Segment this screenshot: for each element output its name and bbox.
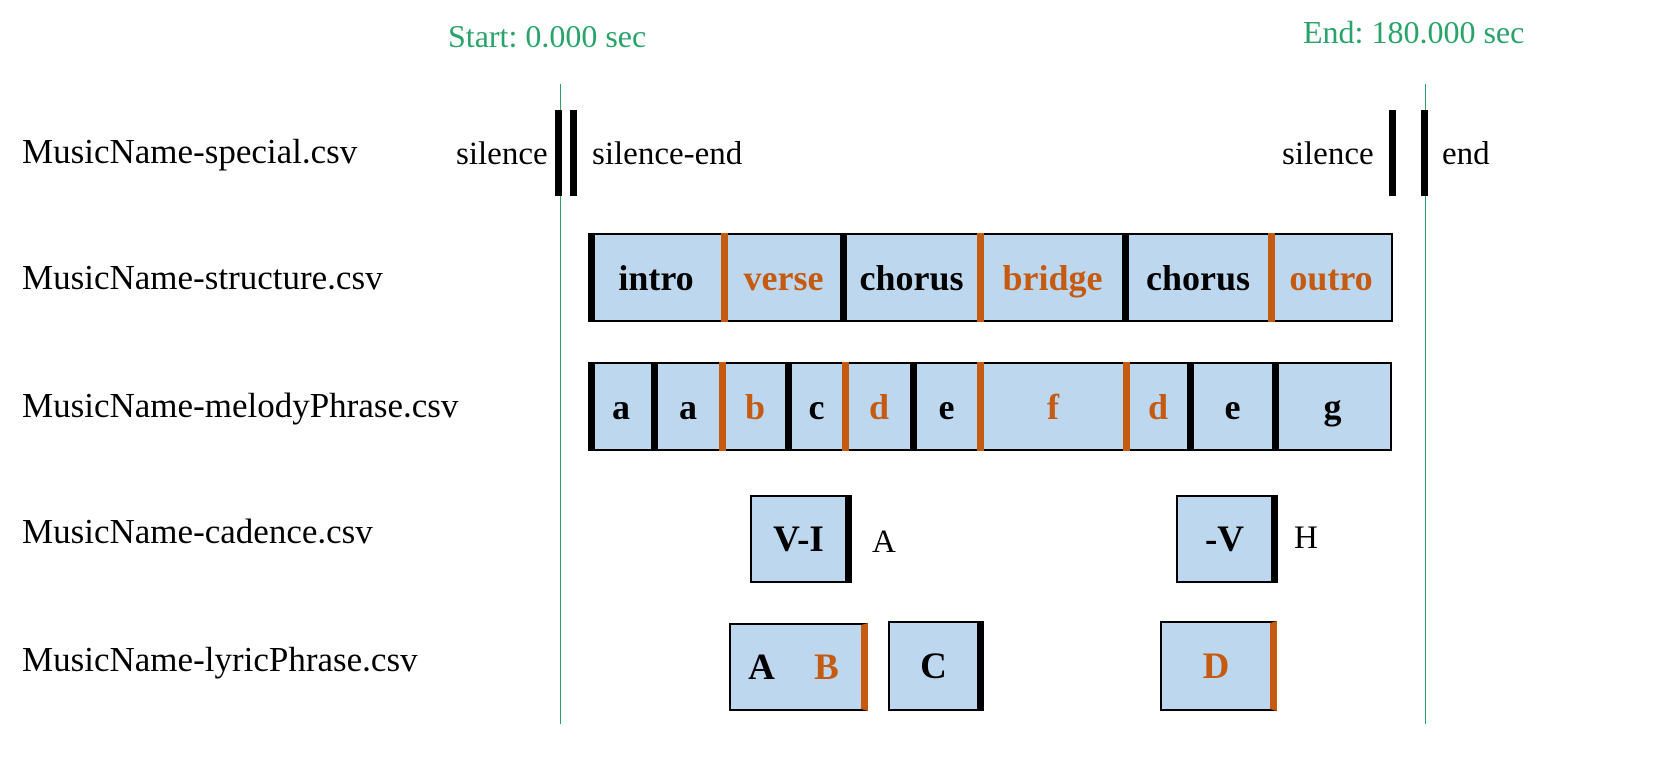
structure-segment: chorus	[1125, 233, 1271, 322]
file-label-structure: MusicName-structure.csv	[22, 258, 383, 297]
structure-boundary	[1122, 233, 1129, 322]
lyric-label: C	[920, 645, 947, 687]
structure-label: chorus	[1145, 257, 1250, 298]
file-label-cadence: MusicName-cadence.csv	[22, 512, 373, 551]
structure-segment: verse	[724, 233, 843, 322]
melody-boundary	[719, 362, 726, 451]
melody-label: d	[1147, 386, 1169, 427]
special-silence-end: silence-end	[592, 136, 743, 172]
special-boundary-bar	[1389, 110, 1396, 196]
melody-segment: a	[588, 362, 654, 451]
file-label-special: MusicName-special.csv	[22, 132, 358, 171]
melody-label: d	[868, 386, 890, 427]
melody-segment: e	[1190, 362, 1275, 451]
lyric-box: A	[729, 623, 799, 711]
structure-boundary	[840, 233, 847, 322]
start-line	[560, 84, 561, 724]
cadence-label: -V	[1204, 518, 1245, 560]
cadence-type: A	[872, 524, 896, 560]
cadence-label: V-I	[773, 518, 824, 560]
melody-boundary	[842, 362, 849, 451]
structure-segment: chorus	[843, 233, 980, 322]
melody-label: b	[744, 386, 766, 427]
melody-boundary	[977, 362, 984, 451]
lyric-label: D	[1202, 645, 1230, 687]
melody-label: g	[1323, 386, 1342, 427]
lyric-label: B	[814, 646, 839, 688]
structure-label: outro	[1289, 257, 1373, 298]
melody-boundary	[1123, 362, 1130, 451]
melody-segment: e	[913, 362, 980, 451]
special-silence-2: silence	[1282, 136, 1374, 172]
structure-label: verse	[743, 257, 824, 298]
structure-boundary	[977, 233, 984, 322]
melody-boundary	[910, 362, 917, 451]
melody-segment: g	[1275, 362, 1392, 451]
special-silence-start: silence	[456, 136, 548, 172]
lyric-label: A	[748, 646, 775, 688]
special-end: end	[1442, 136, 1490, 172]
structure-label: chorus	[859, 257, 964, 298]
melody-boundary	[785, 362, 792, 451]
lyric-box: B	[792, 623, 868, 711]
start-marker-label: Start: 0.000 sec	[448, 18, 647, 54]
melody-segment: a	[654, 362, 722, 451]
special-boundary-bar	[555, 110, 562, 196]
structure-label: bridge	[1002, 257, 1103, 298]
melody-label: e	[1224, 386, 1241, 427]
melody-segment: d	[1126, 362, 1190, 451]
structure-boundary	[721, 233, 728, 322]
melody-label: a	[679, 386, 697, 427]
melody-label: f	[1047, 386, 1059, 427]
end-marker-label: End: 180.000 sec	[1303, 14, 1525, 50]
lyric-box: C	[888, 621, 984, 711]
file-label-melody: MusicName-melodyPhrase.csv	[22, 386, 459, 425]
melody-segment: c	[788, 362, 845, 451]
special-boundary-bar	[570, 110, 577, 196]
file-label-lyric: MusicName-lyricPhrase.csv	[22, 640, 418, 679]
cadence-type: H	[1294, 520, 1318, 556]
melody-boundary	[588, 362, 595, 451]
cadence-box: V-I	[750, 495, 852, 583]
structure-track: intro verse chorus bridge chorus outro	[588, 233, 1393, 322]
cadence-box: -V	[1176, 495, 1278, 583]
end-line	[1425, 84, 1426, 724]
melody-boundary	[1272, 362, 1279, 451]
special-boundary-bar	[1421, 110, 1428, 196]
melody-segment: f	[980, 362, 1126, 451]
melody-segment: d	[845, 362, 913, 451]
melody-label: a	[612, 386, 630, 427]
lyric-box: D	[1160, 621, 1277, 711]
melody-boundary	[1187, 362, 1194, 451]
structure-segment: bridge	[980, 233, 1125, 322]
melody-boundary	[651, 362, 658, 451]
structure-boundary	[588, 233, 595, 322]
structure-boundary	[1268, 233, 1275, 322]
melody-label: e	[938, 386, 955, 427]
structure-label: intro	[618, 257, 694, 298]
structure-segment: outro	[1271, 233, 1393, 322]
structure-segment: intro	[588, 233, 724, 322]
melody-label: c	[808, 386, 825, 427]
melody-segment: b	[722, 362, 788, 451]
